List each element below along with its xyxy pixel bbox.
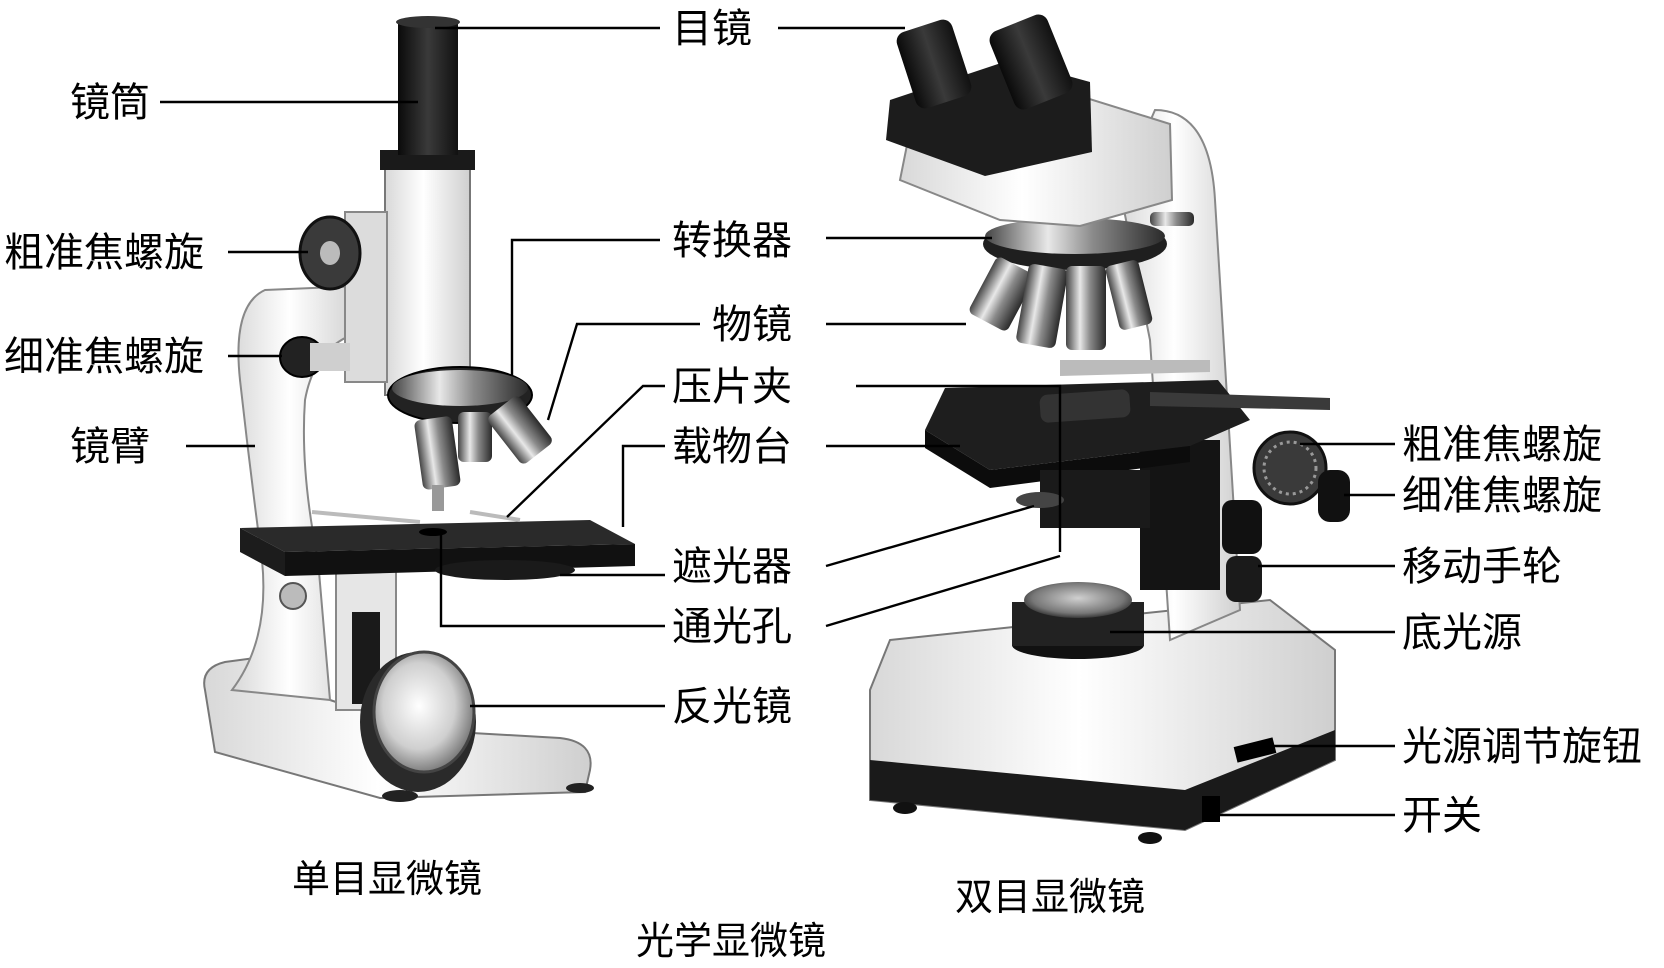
bino-light-knob-body — [1233, 737, 1277, 763]
label-mono-diaphragm: 遮光器 — [672, 544, 792, 590]
label-mono-aperture: 通光孔 — [672, 604, 792, 650]
label-bino-switch: 开关 — [1402, 793, 1482, 839]
label-mono-mirror: 反光镜 — [672, 684, 792, 730]
bino-nosepiece-rim — [985, 218, 1165, 254]
bino-stage-rail — [1150, 392, 1330, 410]
bino-objectives — [969, 257, 1153, 350]
bino-lamp-glass — [1024, 582, 1132, 618]
bino-switch-body — [1202, 796, 1220, 822]
mono-base-foot-2 — [566, 783, 594, 793]
mono-stage-clip-a — [311, 510, 421, 524]
bino-coarse-knob-ring — [1262, 440, 1318, 496]
mono-coarse-knob-center — [320, 241, 340, 265]
bino-stage-knob-upper — [1222, 500, 1262, 554]
caption-main: 光学显微镜 — [636, 919, 826, 963]
bino-eyepiece-right — [989, 14, 1073, 110]
label-mono-stage: 载物台 — [672, 424, 792, 470]
label-bino-base-light: 底光源 — [1402, 610, 1522, 656]
label-bino-coarse-focus: 粗准焦螺旋 — [1402, 422, 1602, 468]
label-bino-light-knob: 光源调节旋钮 — [1402, 724, 1642, 770]
label-mono-nosepiece: 转换器 — [672, 218, 792, 264]
mono-aperture-hole — [419, 528, 447, 536]
mono-pillar-knob — [279, 582, 307, 610]
caption-monocular: 单目显微镜 — [292, 857, 482, 901]
bino-stage-front — [925, 430, 1190, 488]
mono-stage-clip-b — [469, 510, 521, 522]
bino-aperture-hole — [1039, 389, 1131, 423]
bino-head-screw — [1150, 212, 1194, 226]
mono-stage-top — [240, 520, 635, 552]
bino-stage-clip — [1060, 360, 1210, 376]
label-mono-stage-clip: 压片夹 — [672, 364, 792, 410]
label-mono-tube: 镜筒 — [70, 80, 150, 126]
leader-lines — [160, 26, 1395, 817]
mono-arm — [230, 284, 361, 702]
bino-fine-knob — [1318, 470, 1350, 522]
mono-nosepiece-rim — [392, 370, 528, 406]
bino-foot-b — [1138, 832, 1162, 844]
mono-eyepiece — [398, 20, 458, 155]
label-mono-fine-focus: 细准焦螺旋 — [4, 334, 204, 380]
mono-base-foot — [382, 790, 418, 802]
label-mono-coarse-focus: 粗准焦螺旋 — [4, 230, 204, 276]
mono-tube-body — [384, 159, 471, 396]
caption-binocular: 双目显微镜 — [955, 875, 1145, 919]
label-mono-objective: 物镜 — [712, 302, 792, 348]
mono-diaphragm-disc — [435, 560, 575, 580]
bino-diaphragm-lever — [1016, 492, 1064, 508]
mono-objectives — [414, 396, 552, 511]
bino-foot-a — [893, 802, 917, 814]
mono-fine-knob-shaft — [310, 343, 350, 371]
label-mono-arm: 镜臂 — [70, 424, 150, 470]
label-mono-eyepiece: 目镜 — [672, 6, 752, 52]
mono-stage-side — [240, 528, 285, 576]
label-bino-fine-focus: 细准焦螺旋 — [1402, 473, 1602, 519]
bino-eyepiece-left — [896, 19, 972, 109]
label-bino-stage-knob: 移动手轮 — [1402, 544, 1562, 590]
monocular-microscope — [203, 16, 635, 802]
mono-mirror-face — [372, 650, 476, 774]
bino-stage-knob-lower — [1226, 556, 1262, 602]
mono-eyepiece-top — [396, 16, 460, 28]
binocular-microscope — [869, 14, 1350, 844]
